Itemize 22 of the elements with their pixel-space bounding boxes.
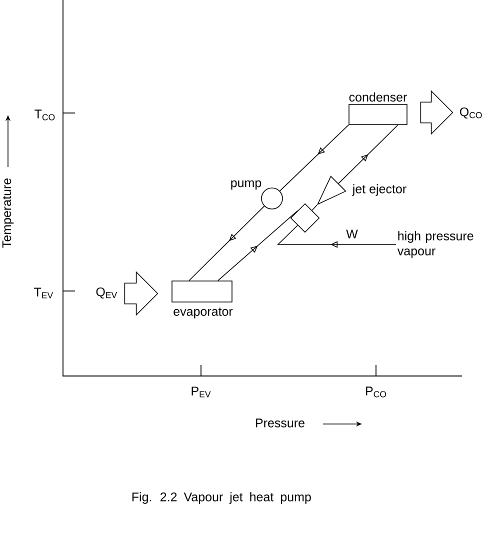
- flow-arrow: [279, 124, 349, 192]
- flow-arrow: [338, 124, 398, 184]
- flow-arrow: [277, 224, 396, 248]
- edge-label: W: [345, 228, 359, 240]
- source-label: high pressure vapour: [397, 231, 474, 258]
- tick-label: P$_{EV}$: [192, 386, 211, 398]
- flow-arrow: [218, 210, 298, 281]
- tick-label: T$_{EV}$: [34, 288, 54, 298]
- component-label: evaporator: [174, 308, 233, 318]
- tick-label: P$_{CO}$: [366, 386, 386, 398]
- component-label: pump: [231, 180, 262, 190]
- axis-title: Temperature: [2, 178, 14, 248]
- axis-title: Pressure: [256, 418, 304, 428]
- tick-label: T$_{CO}$: [34, 110, 55, 120]
- heat-label: Q$_{EV}$: [96, 287, 118, 299]
- connector-line: [312, 204, 318, 211]
- heat-label: Q$_{CO}$: [460, 107, 482, 119]
- flow-arrow: [188, 206, 265, 281]
- diamond-symbol: [290, 203, 320, 233]
- figure-caption: Fig. 2.2 Vapour jet heat pump: [132, 492, 311, 504]
- component-label: condenser: [349, 92, 407, 102]
- component-label: jet ejector: [352, 184, 406, 196]
